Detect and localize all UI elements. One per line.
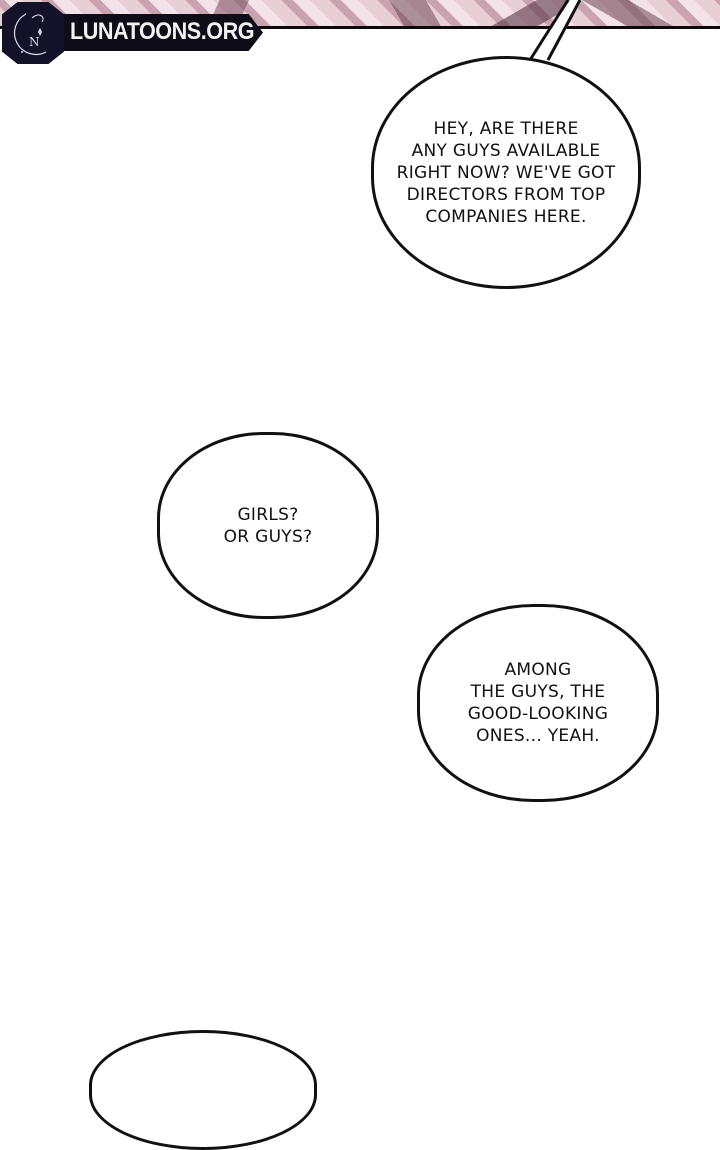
logo-banner bbox=[58, 14, 263, 51]
panel-border bbox=[0, 26, 720, 29]
svg-text:N: N bbox=[29, 35, 40, 49]
speech-bubble: GIRLS? OR GUYS? bbox=[157, 432, 379, 619]
bubble-text: HEY, ARE THERE ANY GUYS AVAILABLE RIGHT … bbox=[396, 118, 616, 227]
speech-bubble-partial bbox=[89, 1030, 317, 1150]
watermark-logo[interactable]: N LUNATOONS.ORG bbox=[0, 0, 270, 66]
speech-bubble: HEY, ARE THERE ANY GUYS AVAILABLE RIGHT … bbox=[371, 56, 641, 289]
logo-text: LUNATOONS.ORG bbox=[70, 18, 255, 45]
bubble-text: AMONG THE GUYS, THE GOOD-LOOKING ONES...… bbox=[467, 660, 609, 746]
bubble-text: GIRLS? OR GUYS? bbox=[223, 504, 313, 547]
moon-crescent-icon: N bbox=[2, 2, 64, 64]
speech-bubble-tail bbox=[528, 0, 582, 62]
speech-bubble: AMONG THE GUYS, THE GOOD-LOOKING ONES...… bbox=[417, 604, 659, 802]
